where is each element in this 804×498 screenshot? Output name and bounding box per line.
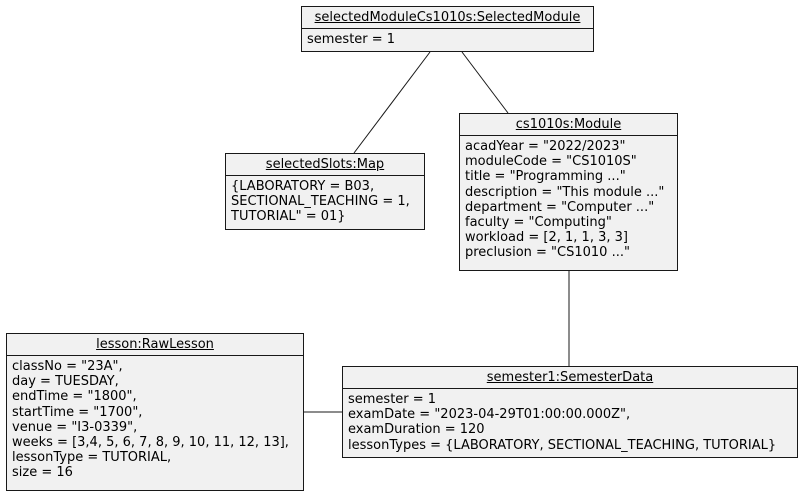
module-object: cs1010s:Module acadYear = "2022/2023"mod… xyxy=(459,113,678,271)
attribute-line: day = TUESDAY, xyxy=(12,374,119,390)
link-selectedmodule-selectedslots xyxy=(353,51,431,154)
lesson-object: lesson:RawLesson classNo = "23A",day = T… xyxy=(6,333,304,491)
attribute-list: classNo = "23A",day = TUESDAY,endTime = … xyxy=(7,356,303,481)
attribute-line: startTime = "1700", xyxy=(12,404,143,420)
object-title: selectedSlots:Map xyxy=(226,154,424,176)
attribute-list: semester = 1 xyxy=(302,29,593,47)
attribute-line: workload = [2, 1, 1, 3, 3] xyxy=(465,230,628,246)
attribute-line: faculty = "Computing" xyxy=(465,215,612,231)
attribute-line: TUTORIAL" = 01} xyxy=(231,209,346,225)
attribute-line: size = 16 xyxy=(12,465,73,481)
selected-module-object: selectedModuleCs1010s:SelectedModule sem… xyxy=(301,6,594,52)
object-title: selectedModuleCs1010s:SelectedModule xyxy=(302,7,593,29)
attribute-list: {LABORATORY = B03,SECTIONAL_TEACHING = 1… xyxy=(226,176,424,225)
attribute-line: lessonType = TUTORIAL, xyxy=(12,450,172,466)
attribute-line: venue = "I3-0339", xyxy=(12,419,138,435)
object-title: semester1:SemesterData xyxy=(343,367,797,389)
attribute-line: SECTIONAL_TEACHING = 1, xyxy=(231,194,410,210)
attribute-line: lessonTypes = {LABORATORY, SECTIONAL_TEA… xyxy=(348,437,777,453)
attribute-line: weeks = [3,4, 5, 6, 7, 8, 9, 10, 11, 12,… xyxy=(12,435,289,451)
attribute-line: semester = 1 xyxy=(348,392,437,407)
attribute-line: acadYear = "2022/2023" xyxy=(465,139,626,154)
attribute-line: {LABORATORY = B03, xyxy=(231,179,375,194)
attribute-line: examDate = "2023-04-29T01:00:00.000Z", xyxy=(348,407,631,423)
attribute-line: examDuration = 120 xyxy=(348,422,485,438)
attribute-line: title = "Programming ..." xyxy=(465,169,626,185)
attribute-line: department = "Computer ..." xyxy=(465,199,655,215)
attribute-line: semester = 1 xyxy=(307,32,396,47)
attribute-line: preclusion = "CS1010 ..." xyxy=(465,245,630,261)
attribute-line: moduleCode = "CS1010S" xyxy=(465,154,637,170)
attribute-line: endTime = "1800", xyxy=(12,389,137,405)
object-title: cs1010s:Module xyxy=(460,114,677,136)
attribute-list: acadYear = "2022/2023"moduleCode = "CS10… xyxy=(460,136,677,261)
object-title: lesson:RawLesson xyxy=(7,334,303,356)
attribute-line: description = "This module ..." xyxy=(465,184,665,200)
link-selectedmodule-module xyxy=(461,51,509,114)
selected-slots-object: selectedSlots:Map {LABORATORY = B03,SECT… xyxy=(225,153,425,230)
attribute-line: classNo = "23A", xyxy=(12,359,123,374)
